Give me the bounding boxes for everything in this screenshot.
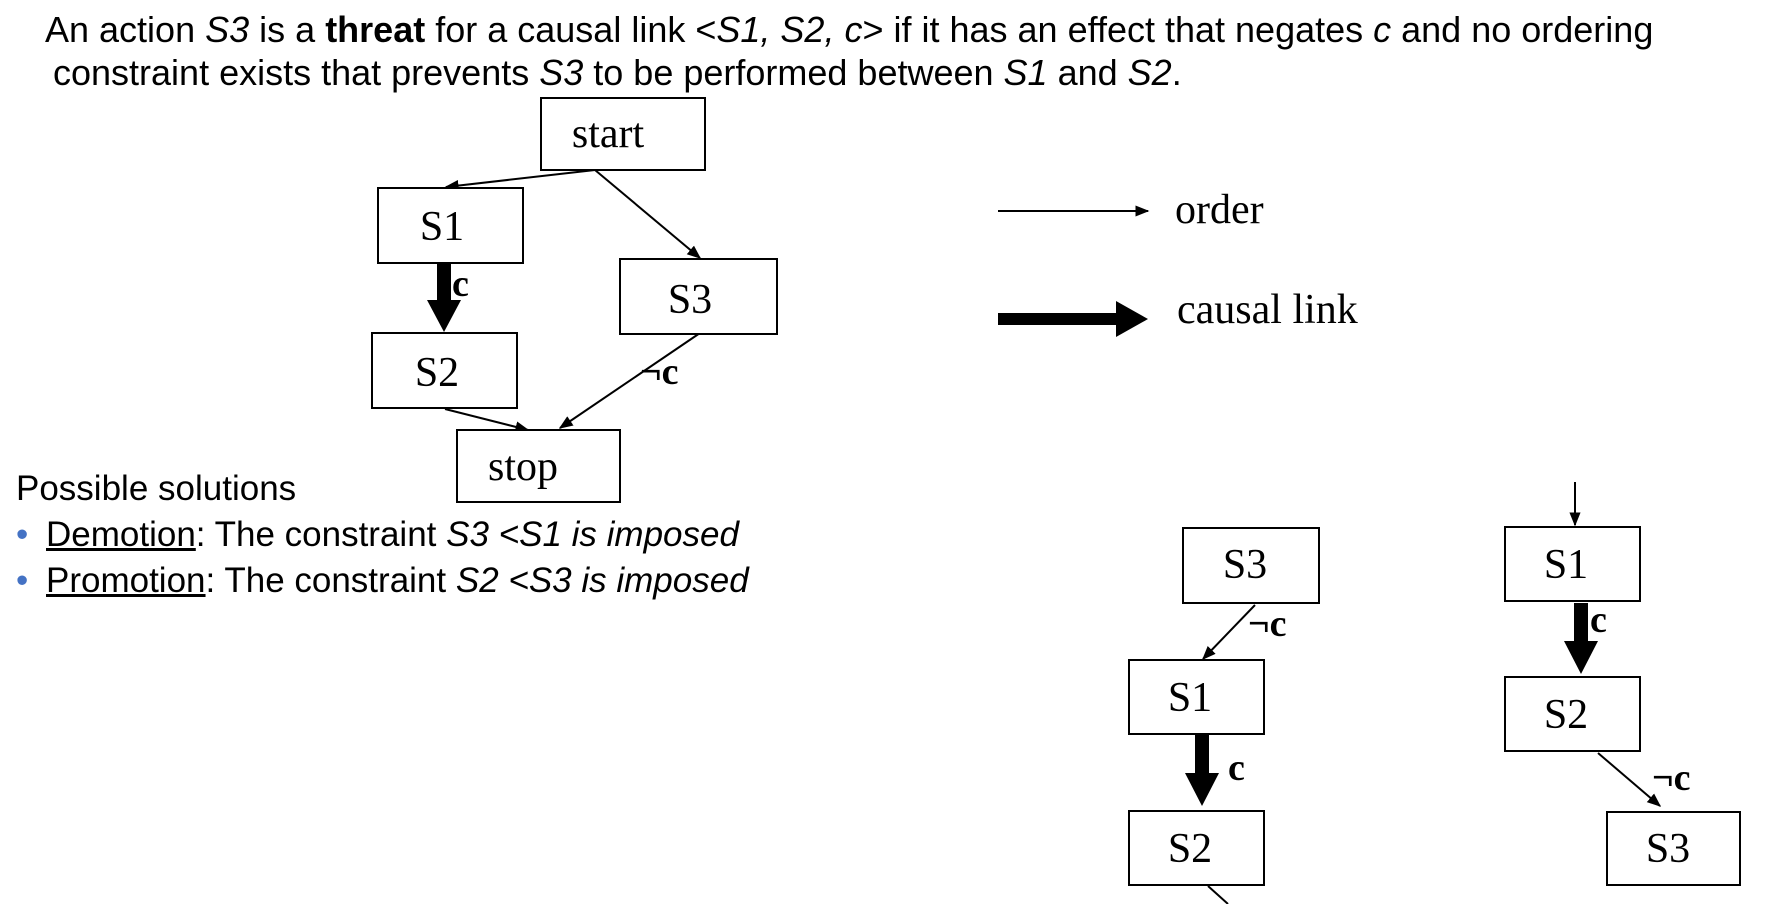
demotion-term: Demotion bbox=[46, 515, 196, 554]
promotion-node-s1: S1 bbox=[1504, 526, 1641, 602]
intro-text: and no ordering bbox=[1391, 9, 1654, 50]
threat-label-not-c: ¬c bbox=[640, 351, 679, 393]
node-s1: S1 bbox=[377, 187, 524, 264]
legend-causal-label: causal link bbox=[1177, 287, 1358, 333]
node-s2: S2 bbox=[371, 332, 518, 409]
demotion-causal-label: c bbox=[1228, 747, 1245, 789]
causal-link-s1-s2-shaft bbox=[437, 264, 451, 302]
promotion-text: : The constraint bbox=[205, 561, 456, 600]
demotion-causal-shaft bbox=[1195, 735, 1209, 775]
legend-order-label: order bbox=[1175, 187, 1264, 233]
intro-definition: An action S3 is a threat for a causal li… bbox=[45, 8, 1765, 94]
node-s3-label: S3 bbox=[668, 277, 712, 323]
solution-demotion: • Demotion: The constraint S3 <S1 is impo… bbox=[16, 515, 739, 555]
intro-text: to be performed between bbox=[583, 52, 1004, 93]
solutions-heading: Possible solutions bbox=[16, 469, 297, 508]
promotion-causal-head bbox=[1564, 641, 1598, 674]
promotion-node-s3-label: S3 bbox=[1646, 826, 1690, 872]
promotion-term: Promotion bbox=[46, 561, 206, 600]
intro-text: . bbox=[1171, 52, 1182, 93]
demotion-node-s1-label: S1 bbox=[1168, 675, 1212, 721]
node-s1-label: S1 bbox=[420, 204, 464, 250]
promotion-node-s2: S2 bbox=[1504, 676, 1641, 752]
intro-text: and bbox=[1047, 52, 1128, 93]
intro-line-2: constraint exists that prevents S3 to be… bbox=[45, 51, 1765, 94]
bullet-icon: • bbox=[16, 515, 29, 554]
promotion-graph: c ¬c S1 S2 S3 bbox=[1504, 482, 1741, 886]
node-s2-label: S2 bbox=[415, 350, 459, 396]
promotion-causal-shaft bbox=[1574, 603, 1588, 643]
demotion-causal-head bbox=[1185, 773, 1219, 806]
intro-text: is a bbox=[249, 9, 326, 50]
demotion-node-s3: S3 bbox=[1182, 527, 1320, 604]
demotion-graph: ¬c c S3 S1 S2 bbox=[1128, 527, 1320, 904]
causal-label-c: c bbox=[452, 263, 469, 305]
intro-s3: S3 bbox=[539, 52, 584, 93]
promotion-node-s1-label: S1 bbox=[1544, 542, 1588, 588]
promotion-expr: S2 <S3 is imposed bbox=[455, 561, 749, 600]
node-stop-label: stop bbox=[488, 444, 558, 490]
node-s3: S3 bbox=[619, 258, 778, 335]
intro-text: > if it has an effect that negates bbox=[862, 9, 1374, 50]
intro-s1: S1 bbox=[1003, 52, 1048, 93]
promotion-threat-label: ¬c bbox=[1652, 757, 1691, 799]
demotion-expr: S3 <S1 is imposed bbox=[446, 515, 739, 554]
edge-start-s1 bbox=[444, 169, 596, 192]
legend-causal-shaft bbox=[998, 313, 1118, 325]
promotion-node-s2-label: S2 bbox=[1544, 692, 1588, 738]
demotion-node-s1: S1 bbox=[1128, 659, 1265, 735]
promotion-node-s3: S3 bbox=[1606, 811, 1741, 886]
demotion-node-s2: S2 bbox=[1128, 810, 1265, 886]
node-start: start bbox=[540, 97, 706, 171]
intro-s3: S3 bbox=[205, 9, 250, 50]
bullet-icon: • bbox=[16, 561, 29, 600]
edge-s3-stop bbox=[558, 332, 701, 429]
intro-s2: S2 bbox=[1127, 52, 1172, 93]
intro-text: for a causal link < bbox=[425, 9, 717, 50]
legend-causal-head bbox=[1116, 301, 1148, 337]
demotion-threat-label: ¬c bbox=[1248, 603, 1287, 645]
demotion-node-s2-label: S2 bbox=[1168, 826, 1212, 872]
edge-s2-down-demotion bbox=[1207, 885, 1229, 904]
causal-link-s1-s2-head bbox=[427, 300, 461, 332]
intro-link-args: S1, S2, c bbox=[716, 9, 863, 50]
solution-promotion: • Promotion: The constraint S2 <S3 is imp… bbox=[16, 561, 749, 601]
demotion-node-s3-label: S3 bbox=[1223, 542, 1267, 588]
intro-text: An action bbox=[45, 9, 206, 50]
node-start-label: start bbox=[572, 111, 645, 157]
promotion-causal-label: c bbox=[1590, 599, 1607, 641]
demotion-text: : The constraint bbox=[195, 515, 447, 554]
edge-s2-stop bbox=[444, 408, 530, 433]
edge-s3-s1-demotion bbox=[1202, 604, 1256, 661]
legend: order causal link bbox=[998, 187, 1358, 337]
edge-s2-s3-promotion bbox=[1597, 752, 1662, 807]
node-stop: stop bbox=[456, 429, 621, 503]
intro-text: constraint exists that prevents bbox=[53, 52, 540, 93]
intro-threat-term: threat bbox=[325, 9, 426, 50]
intro-c: c bbox=[1373, 9, 1392, 50]
main-graph: c ¬c start S1 S3 S2 stop bbox=[371, 97, 778, 503]
edge-start-s3 bbox=[594, 169, 702, 259]
